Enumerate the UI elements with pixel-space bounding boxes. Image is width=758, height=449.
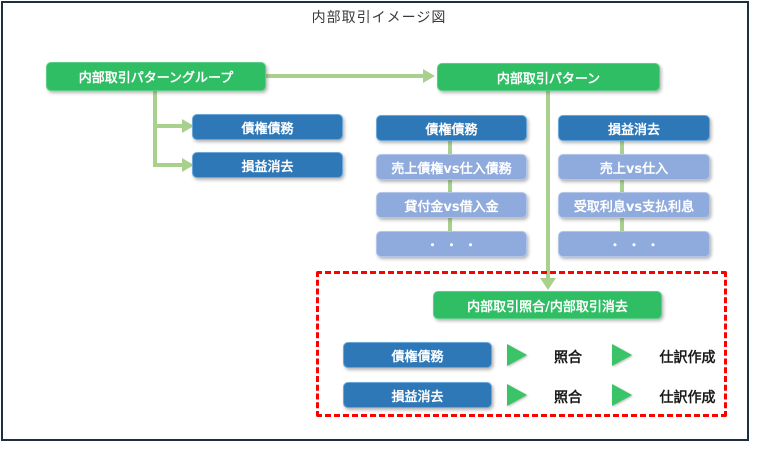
node-pattern-group-label: 内部取引パターングループ <box>78 71 234 86</box>
connector-group-to-pattern <box>266 74 424 78</box>
node-label: ・・・ <box>426 237 484 252</box>
flow-arrow-icon <box>507 384 527 406</box>
node-label: 貸付金vs借入金 <box>404 199 499 215</box>
process-row2-node: 損益消去 <box>343 382 492 408</box>
connector-column-chain-1 <box>448 128 452 240</box>
node-label: 売上債権vs仕入債務 <box>391 161 512 177</box>
node-label: 債権債務 <box>425 122 478 138</box>
node-pattern-group: 内部取引パターングループ <box>46 62 266 91</box>
arrowhead-right-icon <box>182 119 194 133</box>
connector-group-branch-1 <box>153 124 183 128</box>
node-column2-header: 損益消去 <box>558 115 710 141</box>
arrowhead-down-icon <box>540 278 556 290</box>
process-row1-node: 債権債務 <box>343 342 492 368</box>
node-pattern-label: 内部取引パターン <box>496 71 601 87</box>
node-column2-item-2: 受取利息vs支払利息 <box>558 192 710 218</box>
node-column1-header: 債権債務 <box>376 115 527 141</box>
process-row1-step2-label: 仕訳作成 <box>659 350 716 366</box>
connector-column-chain-2 <box>620 128 624 240</box>
node-reconcile: 内部取引照合/内部取引消去 <box>433 291 662 319</box>
node-column2-item-1: 売上vs仕入 <box>558 154 710 180</box>
diagram-frame <box>1 1 749 441</box>
node-label: 損益消去 <box>241 159 294 175</box>
diagram-title: 内部取引イメージ図 <box>311 10 447 26</box>
node-label: 損益消去 <box>391 389 444 405</box>
highlight-dashed-box <box>316 271 727 417</box>
node-column1-item-1: 売上債権vs仕入債務 <box>376 154 527 180</box>
node-column2-ellipsis: ・・・ <box>558 231 710 257</box>
node-label: 損益消去 <box>607 122 660 138</box>
node-label: 債権債務 <box>391 349 444 365</box>
node-pattern: 内部取引パターン <box>437 63 660 91</box>
connector-pattern-to-reconcile <box>546 90 550 280</box>
connector-group-branch-2 <box>153 163 183 167</box>
arrowhead-right-icon <box>423 69 435 83</box>
flow-arrow-icon <box>507 344 527 366</box>
flow-arrow-icon <box>612 384 632 406</box>
process-row1-step1-label: 照合 <box>554 350 582 366</box>
node-group-child-2: 損益消去 <box>192 152 343 178</box>
node-label: ・・・ <box>608 237 666 252</box>
node-label: 売上vs仕入 <box>599 161 669 177</box>
node-reconcile-label: 内部取引照合/内部取引消去 <box>467 299 628 315</box>
node-column1-item-2: 貸付金vs借入金 <box>376 192 527 218</box>
node-label: 債権債務 <box>241 121 294 137</box>
flow-arrow-icon <box>612 344 632 366</box>
node-label: 受取利息vs支払利息 <box>573 199 695 215</box>
node-group-child-1: 債権債務 <box>192 114 343 140</box>
arrowhead-right-icon <box>182 158 194 172</box>
node-column1-ellipsis: ・・・ <box>376 231 527 257</box>
process-row2-step1-label: 照合 <box>554 390 582 406</box>
connector-group-vertical <box>153 91 157 167</box>
process-row2-step2-label: 仕訳作成 <box>659 390 716 406</box>
